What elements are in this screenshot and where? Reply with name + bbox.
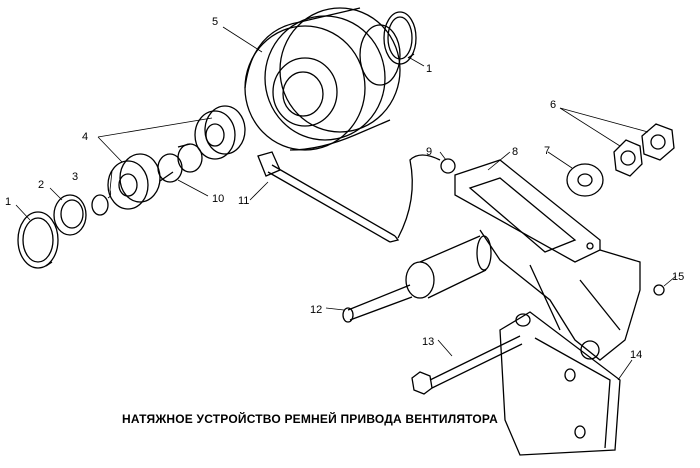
bearing-front bbox=[107, 153, 161, 210]
mount-bolt bbox=[411, 335, 523, 395]
callout-labels: 5 1 4 2 3 1 10 11 9 8 7 6 15 12 13 14 bbox=[5, 16, 684, 361]
callout-11: 11 bbox=[238, 195, 249, 207]
callout-2: 2 bbox=[38, 179, 44, 191]
small-washer bbox=[91, 194, 109, 216]
callout-12: 12 bbox=[310, 304, 322, 316]
callout-1-lower: 1 bbox=[5, 196, 11, 208]
callout-1-upper: 1 bbox=[426, 63, 432, 75]
callout-9: 9 bbox=[426, 146, 432, 158]
bearing-rear bbox=[194, 105, 246, 160]
leader-lines bbox=[15, 26, 677, 381]
washer-15 bbox=[653, 284, 665, 296]
callout-6: 6 bbox=[550, 99, 556, 111]
callout-10: 10 bbox=[212, 193, 224, 205]
callout-14: 14 bbox=[630, 349, 642, 361]
pulley bbox=[244, 7, 401, 151]
bolt-washer bbox=[397, 154, 456, 239]
callout-8: 8 bbox=[512, 146, 518, 158]
callout-3: 3 bbox=[72, 171, 78, 183]
callout-15: 15 bbox=[672, 271, 684, 283]
spacer-bushing bbox=[157, 143, 203, 183]
retaining-ring-lower bbox=[17, 211, 59, 269]
retaining-ring-upper bbox=[383, 11, 417, 65]
seal-cap bbox=[53, 194, 87, 236]
callout-5: 5 bbox=[212, 16, 218, 28]
pivot-pin bbox=[342, 235, 492, 323]
callout-13: 13 bbox=[422, 336, 434, 348]
nuts bbox=[613, 123, 675, 177]
thick-washer bbox=[566, 163, 604, 197]
callout-7: 7 bbox=[544, 145, 550, 157]
callout-4: 4 bbox=[82, 131, 88, 143]
diagram-caption: НАТЯЖНОЕ УСТРОЙСТВО РЕМНЕЙ ПРИВОДА ВЕНТИ… bbox=[122, 412, 498, 426]
tensioner-bracket bbox=[454, 159, 641, 361]
tension-bolt bbox=[257, 151, 400, 243]
mounting-plate bbox=[499, 311, 621, 456]
